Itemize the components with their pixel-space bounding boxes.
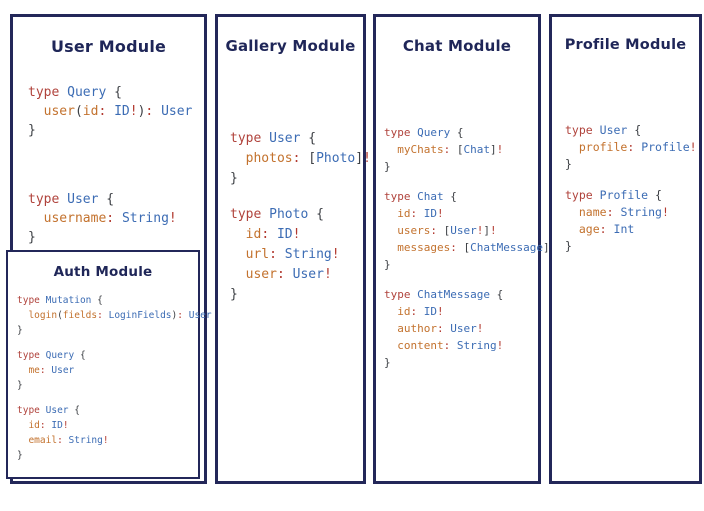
code-line: } [230, 171, 238, 186]
code-line: type User { [28, 192, 115, 207]
graphql-code-block: type User { profile: Profile!} [565, 122, 699, 173]
graphql-code-auth: type Mutation { login(fields: LoginField… [8, 293, 212, 463]
code-line: content: String! [397, 339, 504, 352]
graphql-code-profile: type User { profile: Profile!}type Profi… [552, 122, 699, 255]
code-line: } [28, 123, 36, 138]
code-line: myChats: [Chat]! [397, 143, 504, 156]
module-title-auth: Auth Module [53, 264, 153, 280]
code-line: type Profile { [565, 188, 662, 202]
module-title-chat: Chat Module [402, 37, 512, 55]
code-line: me: User [28, 365, 75, 376]
code-line: messages: [ChatMessage]! [397, 241, 556, 254]
code-line: profile: Profile! [578, 140, 697, 154]
module-title-user: User Module [50, 37, 167, 56]
graphql-code-block: type Profile { name: String! age: Int} [565, 187, 699, 255]
graphql-code-chat: type Query { myChats: [Chat]!}type Chat … [376, 124, 556, 371]
code-line: type Query { [28, 85, 122, 100]
code-line: id: ID! [397, 207, 444, 220]
code-line: } [230, 287, 238, 302]
code-line: author: User! [397, 322, 484, 335]
code-line: user(id: ID!): User [43, 104, 193, 119]
code-line: id: ID! [397, 305, 444, 318]
code-line: } [384, 160, 391, 173]
code-line: type Query { [17, 350, 86, 361]
code-line: } [565, 157, 572, 171]
code-line: type Mutation { [17, 295, 103, 306]
graphql-code-block: type User { photos: [Photo]!} [230, 129, 371, 189]
graphql-code-block: type Query { myChats: [Chat]!} [384, 124, 538, 175]
code-line: login(fields: LoginFields): User [28, 310, 212, 321]
graphql-code-block: type User { id: ID! email: String!} [17, 403, 198, 463]
code-line: type ChatMessage { [384, 288, 504, 301]
graphql-code-block: type ChatMessage { id: ID! author: User!… [384, 286, 538, 371]
code-line: id: ID! [245, 227, 301, 242]
module-panel-chat: Chat Module type Query { myChats: [Chat]… [373, 14, 556, 484]
graphql-code-block: type Mutation { login(fields: LoginField… [17, 293, 212, 338]
module-panel-gallery: Gallery Module type User { photos: [Phot… [215, 14, 371, 484]
code-line: } [17, 380, 23, 391]
module-panel-auth: Auth Module type Mutation { login(fields… [6, 250, 212, 479]
graphql-code-block: type Query { me: User} [17, 348, 198, 393]
code-line: } [28, 230, 36, 245]
code-line: type User { [230, 131, 317, 146]
code-line: type Photo { [230, 207, 324, 222]
graphql-code-user: type Query { user(id: ID!): User}type Us… [13, 83, 204, 247]
code-line: user: User! [245, 267, 332, 282]
code-line: } [384, 258, 391, 271]
module-title-gallery: Gallery Module [225, 37, 356, 55]
code-line: url: String! [245, 247, 340, 262]
code-line: } [17, 325, 23, 336]
graphql-code-block: type User { username: String!} [28, 190, 204, 247]
code-line: } [565, 239, 572, 253]
code-line: type Query { [384, 126, 464, 139]
code-line: id: ID! [28, 420, 69, 431]
code-line: users: [User!]! [397, 224, 497, 237]
code-line: photos: [Photo]! [245, 151, 371, 166]
graphql-code-block: type Chat { id: ID! users: [User!]! mess… [384, 188, 556, 273]
code-line: type Chat { [384, 190, 457, 203]
graphql-code-block: type Query { user(id: ID!): User} [28, 83, 204, 140]
code-line: type User { [17, 405, 80, 416]
code-line: email: String! [28, 435, 109, 446]
code-line: age: Int [578, 222, 635, 236]
code-line: username: String! [43, 211, 177, 226]
code-line: type User { [565, 123, 642, 137]
module-title-profile: Profile Module [564, 37, 687, 53]
code-line: } [17, 450, 23, 461]
graphql-code-block: type Photo { id: ID! url: String! user: … [230, 205, 363, 305]
module-panel-profile: Profile Module type User { profile: Prof… [549, 14, 702, 484]
code-line: } [384, 356, 391, 369]
code-line: name: String! [578, 205, 669, 219]
graphql-code-gallery: type User { photos: [Photo]!}type Photo … [218, 129, 371, 305]
